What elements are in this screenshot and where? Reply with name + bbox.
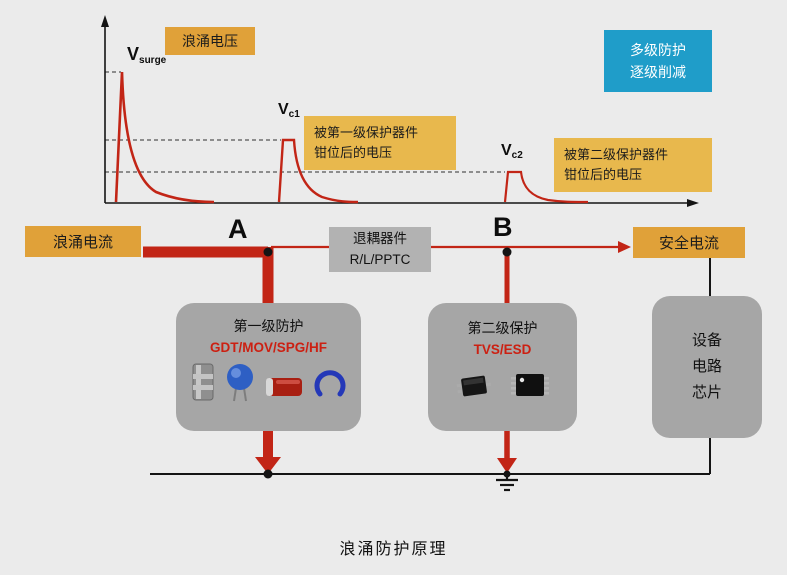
stage2-protection-box: 第二级保护 TVS/ESD	[428, 303, 577, 431]
junction-dot-b	[502, 247, 512, 257]
capacitor-component-image	[266, 378, 302, 396]
spg-component-image	[314, 370, 346, 397]
diagram-title: 浪涌防护原理	[339, 541, 448, 558]
safe-current-label: 安全电流	[633, 227, 745, 258]
stage1-components	[176, 362, 361, 402]
clamp2-voltage-label: 被第二级保护器件 钳位后的电压	[554, 138, 712, 193]
surge-waveform-3	[503, 170, 589, 204]
v-c2-label: Vc2	[501, 142, 523, 161]
v-c2-symbol: V	[501, 142, 512, 159]
v-c1-symbol: V	[278, 101, 289, 118]
y-axis-arrowhead	[101, 15, 109, 27]
decoupling-device-box: 退耦器件 R/L/PPTC	[329, 227, 431, 272]
node-b-label: B	[493, 212, 513, 242]
node-a-label: A	[228, 214, 248, 244]
mov-component-image	[227, 364, 253, 402]
surge-waveform-1	[114, 71, 215, 204]
stage2-components	[428, 369, 577, 401]
surge-voltage-label: 浪涌电压	[165, 27, 255, 55]
stage2-devices: TVS/ESD	[473, 342, 532, 357]
v-c2-subscript: c2	[511, 150, 523, 161]
v-c1-subscript: c1	[288, 109, 300, 120]
v-surge-label: Vsurge	[127, 44, 167, 66]
stage2-discharge-arrowhead	[497, 458, 517, 473]
v-surge-symbol: V	[127, 44, 140, 64]
tvs-component-image	[456, 375, 491, 397]
surge-current-label: 浪涌电流	[25, 226, 141, 257]
residual-current-arrowhead	[618, 241, 631, 253]
esd-component-image	[510, 374, 549, 396]
gdt-component-image	[192, 363, 214, 401]
stage1-protection-box: 第一级防护 GDT/MOV/SPG/HF	[176, 303, 361, 431]
junction-dot-a	[263, 247, 273, 257]
clamp1-voltage-label: 被第一级保护器件 钳位后的电压	[304, 116, 456, 171]
stage1-devices: GDT/MOV/SPG/HF	[209, 340, 327, 355]
stage1-title: 第一级防护	[233, 318, 304, 334]
stage1-discharge-arrowhead	[255, 457, 281, 474]
v-surge-subscript: surge	[139, 55, 167, 66]
ground-symbol	[496, 474, 518, 492]
multilevel-protection-label: 多级防护 逐级削减	[604, 30, 712, 92]
x-axis-arrowhead	[687, 199, 699, 207]
junction-dot-stage1-ground	[263, 469, 273, 479]
surge-waveform-2	[277, 138, 359, 204]
equipment-chip-box: 设备 电路 芯片	[652, 296, 762, 438]
stage2-title: 第二级保护	[467, 320, 538, 336]
v-c1-label: Vc1	[278, 101, 300, 120]
